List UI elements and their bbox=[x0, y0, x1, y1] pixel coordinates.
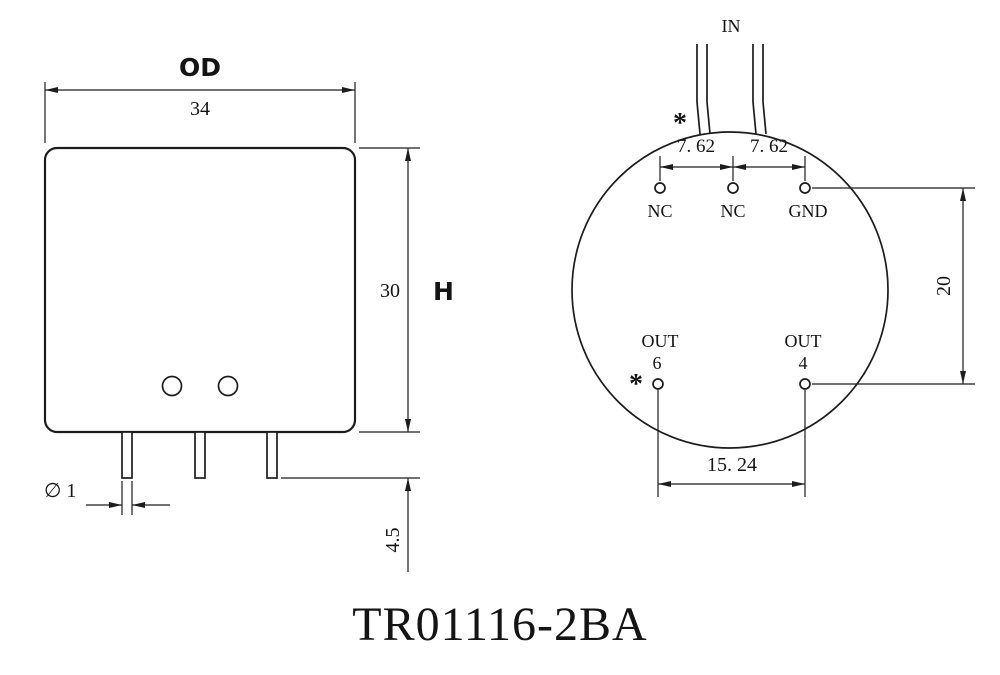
body-hole bbox=[217, 375, 239, 397]
pin bbox=[121, 431, 133, 479]
row-spacing-value: 20 bbox=[933, 276, 955, 296]
lead-wire bbox=[762, 44, 767, 135]
out-spacing-value: 15. 24 bbox=[707, 454, 757, 476]
od-dimension: OD 34 bbox=[44, 53, 356, 143]
nc1-label: NC bbox=[647, 201, 672, 221]
input-leads: IN * bbox=[673, 16, 767, 139]
pitch-right-value: 7. 62 bbox=[750, 136, 788, 157]
out6-label: OUT bbox=[642, 331, 679, 351]
out-spacing-dimension: 15. 24 bbox=[657, 390, 806, 497]
lead-wire bbox=[696, 44, 701, 135]
in-label: IN bbox=[722, 16, 741, 36]
pitch-left-value: 7. 62 bbox=[677, 136, 715, 157]
lead-wire bbox=[706, 44, 711, 135]
arrowhead-left bbox=[658, 481, 671, 487]
pitch-dimensions: 7. 62 7. 62 bbox=[659, 136, 806, 181]
side-view: OD 34 30 bbox=[43, 53, 454, 572]
pin-diameter-value: ∅ 1 bbox=[44, 480, 76, 502]
lead-wire bbox=[752, 44, 757, 135]
pin-hole-out4 bbox=[799, 378, 811, 390]
part-number-title: TR01116-2BA bbox=[352, 598, 647, 651]
arrowhead-left bbox=[45, 87, 58, 93]
in-polarity-star: * bbox=[673, 108, 687, 139]
out6-number: 6 bbox=[653, 353, 662, 373]
height-label: H bbox=[433, 277, 454, 306]
body-hole bbox=[161, 375, 183, 397]
bottom-view: IN * NC NC GND 7. bbox=[571, 16, 975, 497]
out4-label: OUT bbox=[785, 331, 822, 351]
pin-diameter-dimension: ∅ 1 bbox=[44, 480, 170, 515]
gnd-label: GND bbox=[789, 201, 828, 221]
height-dimension: 30 H bbox=[359, 147, 454, 433]
height-value: 30 bbox=[380, 280, 400, 302]
arrowhead-left bbox=[733, 164, 746, 170]
pin-hole-nc2 bbox=[727, 182, 739, 194]
arrowhead-right bbox=[109, 502, 122, 508]
pin bbox=[266, 431, 278, 479]
body-holes bbox=[161, 375, 239, 397]
arrowhead-right bbox=[792, 481, 805, 487]
pin-hole-out6 bbox=[652, 378, 664, 390]
arrowhead-right bbox=[792, 164, 805, 170]
od-label: OD bbox=[179, 53, 221, 82]
out4-number: 4 bbox=[799, 353, 808, 373]
arrowhead-up bbox=[405, 478, 411, 491]
arrowhead-down bbox=[405, 419, 411, 432]
pin bbox=[194, 431, 206, 479]
arrowhead-up bbox=[405, 148, 411, 161]
arrowhead-right bbox=[342, 87, 355, 93]
out6-polarity-star: * bbox=[629, 369, 643, 400]
arrowhead-left bbox=[660, 164, 673, 170]
arrowhead-left bbox=[132, 502, 145, 508]
arrowhead-right bbox=[720, 164, 733, 170]
arrowhead-down bbox=[960, 371, 966, 384]
row-spacing-dimension: 20 bbox=[812, 187, 975, 385]
component-outline-circle bbox=[571, 131, 889, 449]
pin-hole-gnd bbox=[799, 182, 811, 194]
pin-length-value: 4.5 bbox=[382, 528, 404, 553]
pin-length-dimension: 4.5 bbox=[281, 477, 420, 572]
top-pin-row: NC NC GND bbox=[647, 182, 828, 221]
pins bbox=[121, 431, 278, 479]
arrowhead-up bbox=[960, 188, 966, 201]
pin-hole-nc1 bbox=[654, 182, 666, 194]
component-body-outline bbox=[43, 146, 357, 434]
nc2-label: NC bbox=[720, 201, 745, 221]
bottom-pin-row: OUT 6 * OUT 4 bbox=[629, 331, 822, 400]
od-value: 34 bbox=[190, 98, 210, 120]
